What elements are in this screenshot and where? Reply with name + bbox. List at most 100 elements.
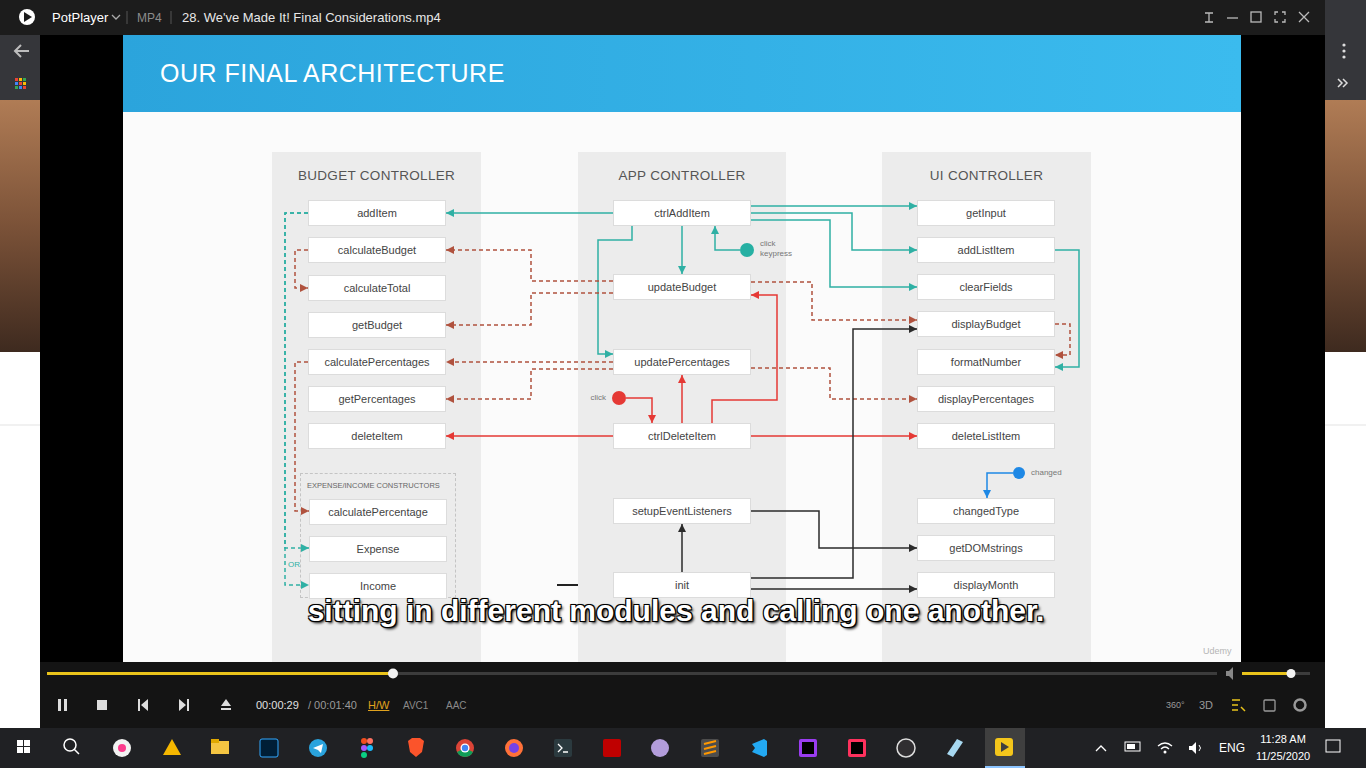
app-icon [802, 742, 814, 754]
hw-badge: H/W [368, 699, 389, 711]
app-icon [118, 744, 126, 752]
constructor-group: EXPENSE/INCOME CONSTRUCTORScalculatePerc… [300, 473, 456, 598]
connector [1055, 250, 1079, 367]
app-icon [848, 739, 866, 757]
wallpaper [0, 100, 40, 352]
function-name: addItem [357, 207, 397, 219]
connector [1055, 324, 1070, 355]
function-name: displayPercentages [938, 393, 1034, 405]
separator [127, 11, 128, 24]
time-total: / 00:01:40 [308, 699, 357, 711]
watermark: Udemy [1203, 646, 1232, 656]
function-box: getDOMstrings [917, 535, 1055, 561]
function-box: addItem [308, 200, 446, 226]
function-name: updateBudget [648, 281, 717, 293]
function-box: calculateTotal [308, 275, 446, 301]
function-name: formatNumber [951, 356, 1021, 368]
function-name: addListItem [958, 244, 1015, 256]
time-current: 00:00:29 [256, 699, 299, 711]
app-icon [558, 744, 568, 752]
panel-icon [1264, 700, 1275, 711]
connector [446, 369, 613, 399]
connector [751, 213, 917, 250]
function-name: ctrlAddItem [654, 207, 710, 219]
menu-chevron [112, 15, 120, 19]
app-icon [456, 739, 474, 757]
function-name: init [675, 579, 689, 591]
app-icon [651, 739, 669, 757]
function-box: updatePercentages [613, 349, 751, 375]
function-name: deleteListItem [952, 430, 1020, 442]
label-holder: sitting in different modules and calling… [30, 593, 1322, 629]
function-box: calculatePercentages [308, 349, 446, 375]
volume-track [1242, 672, 1310, 675]
app-icon [367, 745, 373, 751]
app-icon [851, 742, 863, 754]
start-icon [24, 740, 30, 746]
app-icon [947, 739, 963, 757]
label-holder: Udemy [1203, 646, 1232, 656]
controller-panel: APP CONTROLLERctrlAddItemclick keypressu… [578, 152, 786, 662]
pause-button [64, 699, 67, 711]
apps-icon [15, 86, 18, 89]
function-box: calculateBudget [308, 237, 446, 263]
codec-tag: AVC1 [403, 700, 428, 711]
wifi-icon [1158, 743, 1172, 749]
start-icon [17, 740, 23, 746]
app-icon [211, 739, 219, 743]
label-holder: AVC1 [403, 700, 428, 711]
separator [171, 11, 172, 24]
app-icon [309, 739, 327, 757]
title-bar [0, 0, 1325, 35]
function-box: updateBudget [613, 274, 751, 300]
connector [715, 226, 740, 250]
function-box: displayPercentages [917, 386, 1055, 412]
menu-icon [1342, 55, 1345, 58]
app-name: PotPlayer [52, 10, 108, 25]
connector [446, 293, 613, 325]
apps-icon [19, 86, 22, 89]
event-dot: click keypress [740, 243, 754, 257]
label-holder: 360° [1166, 700, 1185, 710]
tray-icon [1096, 746, 1106, 751]
label-holder: ENG [1219, 741, 1245, 755]
video-area [40, 35, 1325, 662]
browser-bar [1325, 0, 1366, 100]
battery-icon [1127, 744, 1135, 749]
label-holder: AAC [446, 700, 467, 711]
seek-progress [47, 672, 393, 675]
app-icon [367, 738, 373, 744]
more-icon [1338, 79, 1347, 87]
app-icon [701, 739, 719, 757]
app-icon [799, 739, 817, 757]
mode-tag: 360° [1166, 700, 1185, 710]
apps-icon [19, 82, 22, 85]
function-box: getBudget [308, 312, 446, 338]
label-holder: 11:28 AM [1248, 733, 1318, 745]
function-box: Expense [309, 536, 447, 562]
apps-icon [23, 78, 26, 81]
subtitle: sitting in different modules and calling… [30, 593, 1322, 629]
label-holder: 00:00:29 [256, 699, 299, 711]
taskbar [0, 728, 1366, 768]
label-holder: OR [288, 560, 300, 569]
battery-icon [1125, 742, 1140, 751]
slide-title: OUR FINAL ARCHITECTURE [160, 59, 505, 88]
function-name: calculatePercentage [328, 506, 428, 518]
function-name: displayBudget [951, 318, 1020, 330]
app-icon [313, 744, 323, 753]
menu-icon [1342, 49, 1345, 52]
function-name: calculatePercentages [324, 356, 429, 368]
connector [285, 213, 309, 548]
function-name: getDOMstrings [949, 542, 1022, 554]
event-caption: click [590, 393, 606, 403]
apps-icon [23, 82, 26, 85]
apps-icon [19, 78, 22, 81]
function-box: deleteItem [308, 423, 446, 449]
app-icon [995, 738, 1013, 756]
function-name: displayMonth [954, 579, 1019, 591]
volume-knob [1287, 669, 1296, 678]
app-logo [19, 9, 35, 25]
playlist-icon [1232, 700, 1245, 711]
